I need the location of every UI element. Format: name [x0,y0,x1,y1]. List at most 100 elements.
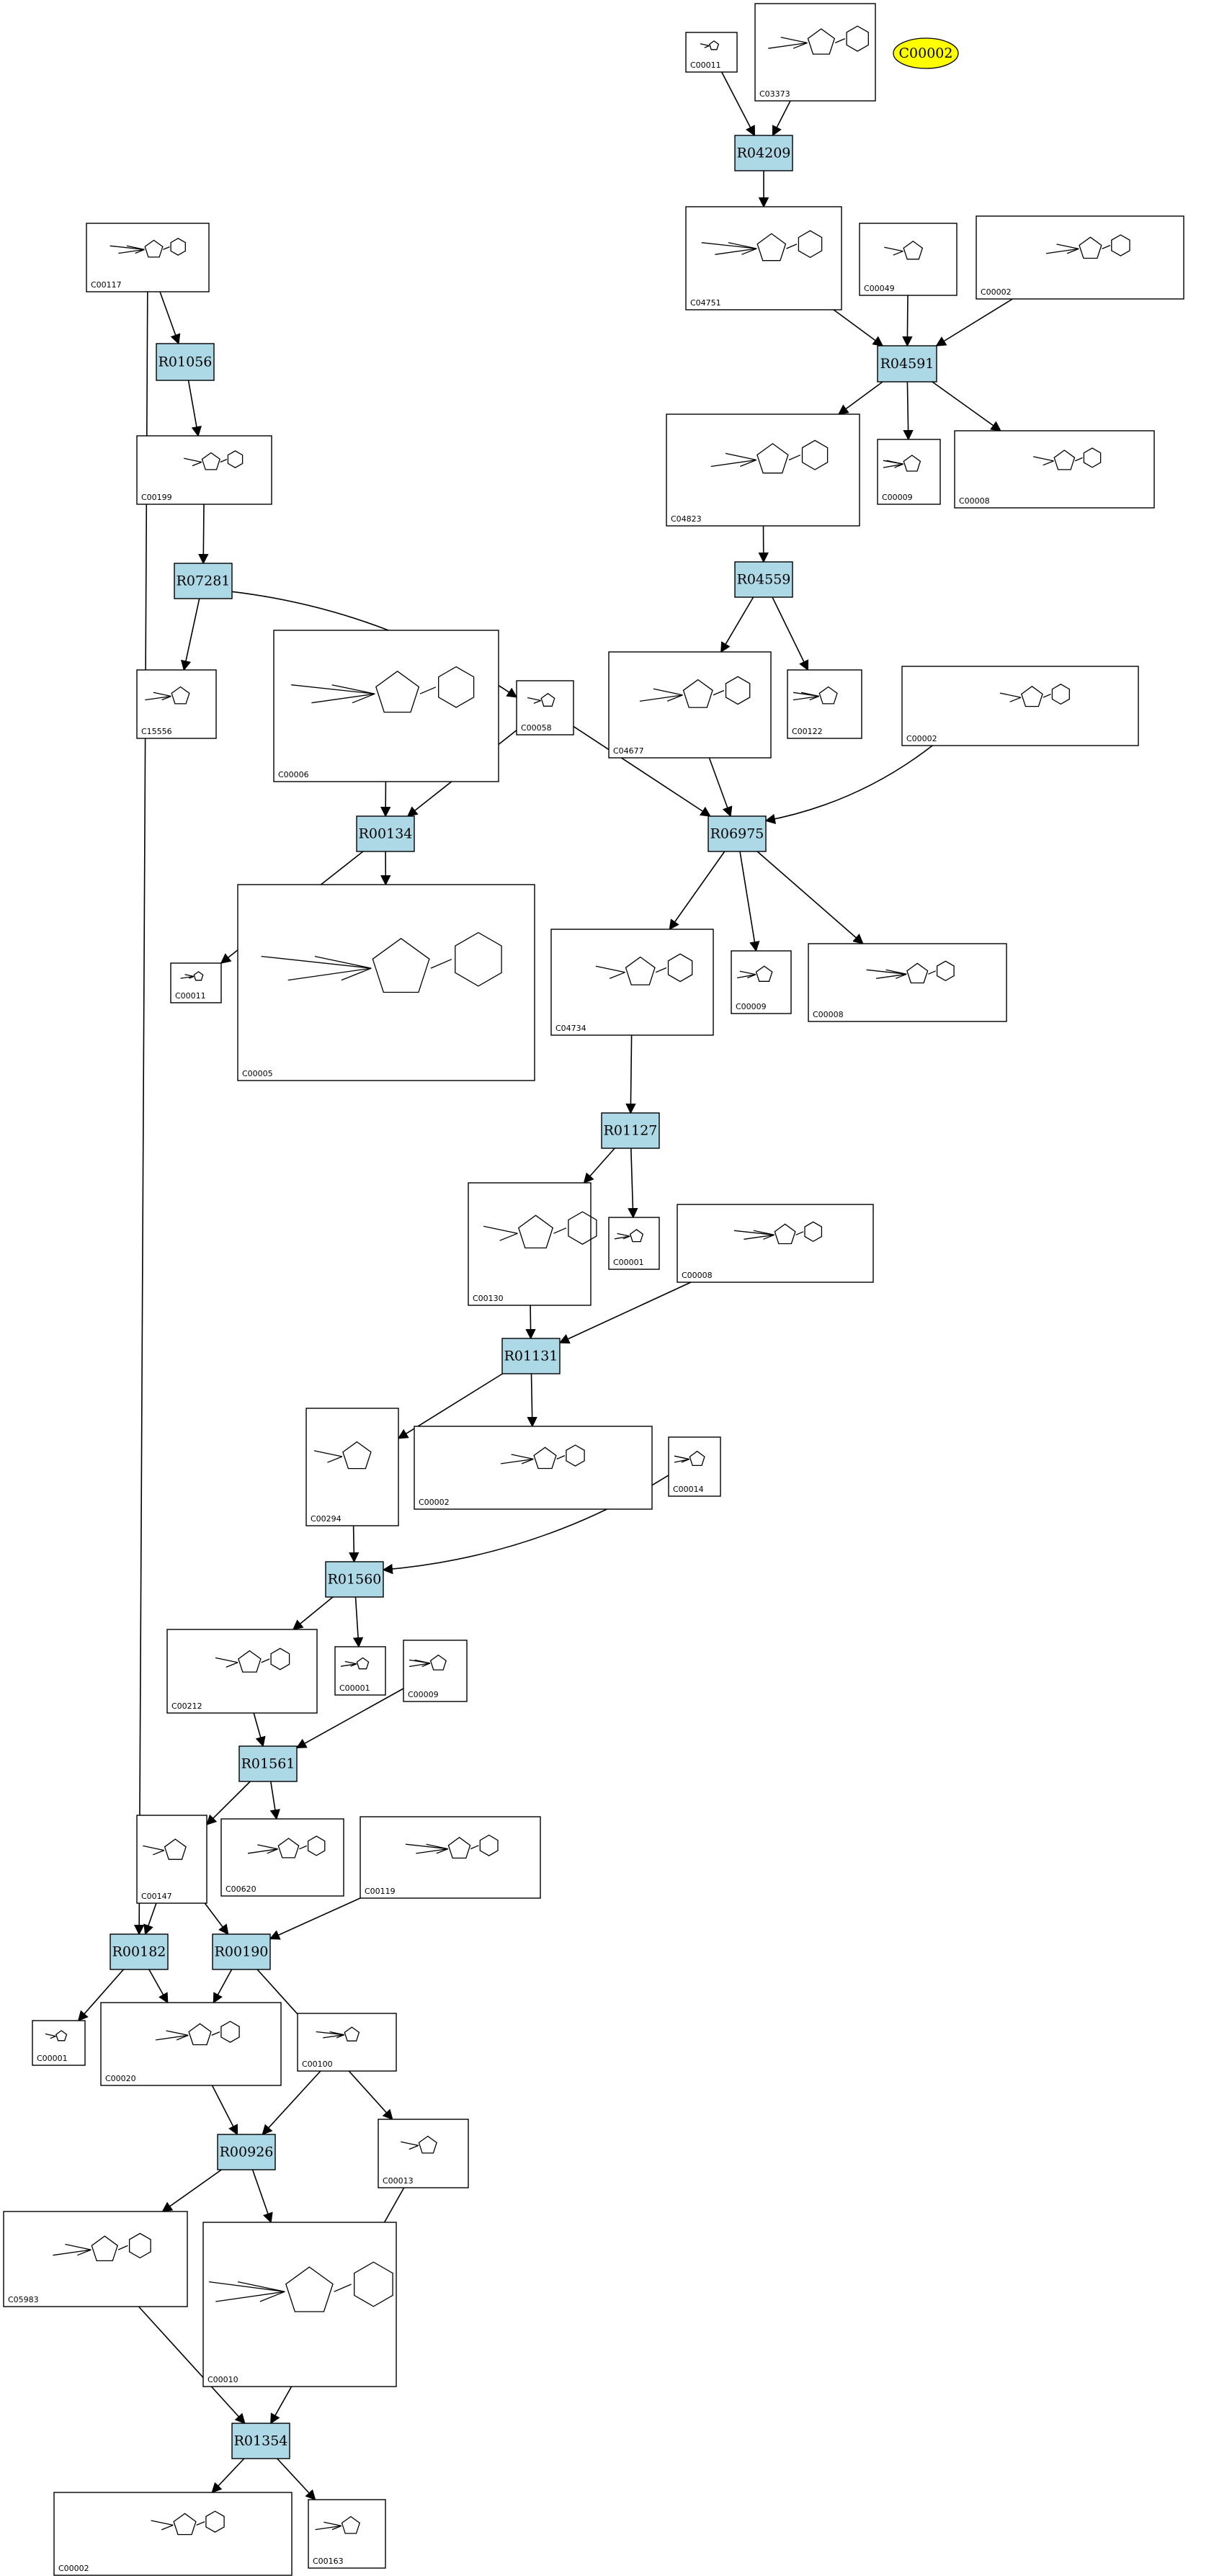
compound-node-c00010[interactable]: C00010 [202,2222,397,2387]
compound-box[interactable] [86,223,210,292]
compound-node-c00001[interactable]: C00001 [334,1646,386,1696]
compound-node-c00100[interactable]: C00100 [297,2013,397,2072]
compound-box[interactable] [468,1182,592,1306]
compound-node-c04823[interactable]: C04823 [666,413,860,527]
reaction-node-r01354[interactable]: R01354 [231,2423,290,2459]
reaction-box[interactable] [110,1933,169,1970]
reaction-node-r04209[interactable]: R04209 [734,135,793,171]
reaction-box[interactable] [212,1933,271,1970]
reaction-node-r00182[interactable]: R00182 [110,1933,169,1970]
compound-node-c00119[interactable]: C00119 [360,1816,541,1899]
compound-box[interactable] [808,943,1007,1022]
compound-node-c00008[interactable]: C00008 [677,1204,874,1283]
reaction-node-r01560[interactable]: R01560 [325,1561,384,1598]
compound-node-c00008[interactable]: C00008 [808,943,1007,1022]
compound-node-c00058[interactable]: C00058 [516,680,574,735]
compound-node-c00163[interactable]: C00163 [308,2499,386,2569]
compound-node-c00117[interactable]: C00117 [86,223,210,292]
compound-node-c00011[interactable]: C00011 [685,32,738,73]
reaction-node-r07281[interactable]: R07281 [174,563,233,599]
compound-node-c00049[interactable]: C00049 [859,223,958,296]
compound-box[interactable] [608,651,772,759]
compound-node-c04677[interactable]: C04677 [608,651,772,759]
compound-node-c00001[interactable]: C00001 [32,2020,86,2066]
compound-node-c00006[interactable]: C00006 [273,630,499,782]
reaction-node-r00134[interactable]: R00134 [356,815,415,852]
compound-box[interactable] [666,413,860,527]
reaction-box[interactable] [217,2134,276,2170]
reaction-node-r04591[interactable]: R04591 [877,345,937,383]
compound-box[interactable] [334,1646,386,1696]
reaction-node-r04559[interactable]: R04559 [734,561,793,598]
reaction-node-r00926[interactable]: R00926 [217,2134,276,2170]
compound-node-c00002[interactable]: C00002 [53,2492,293,2576]
compound-node-c00002[interactable]: C00002 [901,666,1139,746]
compound-box[interactable] [360,1816,541,1899]
compound-node-c00008[interactable]: C00008 [954,430,1155,509]
compound-node-c00001[interactable]: C00001 [608,1217,660,1270]
highlight-node-ellipse[interactable] [893,37,959,69]
reaction-node-r01131[interactable]: R01131 [501,1338,561,1374]
compound-box[interactable] [305,1408,399,1526]
compound-box[interactable] [685,206,842,310]
compound-box[interactable] [202,2222,397,2387]
reaction-node-r00190[interactable]: R00190 [212,1933,271,1970]
compound-node-c04751[interactable]: C04751 [685,206,842,310]
compound-node-c00199[interactable]: C00199 [136,435,272,505]
compound-node-c00002[interactable]: C00002 [976,215,1184,300]
reaction-box[interactable] [356,815,415,852]
compound-box[interactable] [403,1640,468,1702]
compound-box[interactable] [731,950,792,1014]
compound-box[interactable] [677,1204,874,1283]
compound-node-c00122[interactable]: C00122 [787,669,862,739]
reaction-box[interactable] [156,343,215,381]
compound-box[interactable] [754,3,876,102]
compound-node-c00002[interactable]: C00002 [414,1426,653,1510]
compound-node-c00147[interactable]: C00147 [136,1815,207,1904]
compound-node-c03373[interactable]: C03373 [754,3,876,102]
reaction-node-r01561[interactable]: R01561 [238,1745,298,1782]
compound-node-c00009[interactable]: C00009 [403,1640,468,1702]
compound-node-c00009[interactable]: C00009 [877,439,941,505]
compound-node-c00020[interactable]: C00020 [100,2002,282,2086]
compound-box[interactable] [32,2020,86,2066]
compound-node-c00005[interactable]: C00005 [237,884,535,1081]
reaction-box[interactable] [231,2423,290,2459]
compound-box[interactable] [3,2211,188,2307]
compound-node-c00009[interactable]: C00009 [731,950,792,1014]
reaction-box[interactable] [601,1112,660,1149]
reaction-box[interactable] [734,561,793,598]
compound-node-c00212[interactable]: C00212 [166,1629,318,1714]
compound-node-c00011[interactable]: C00011 [170,962,222,1003]
compound-box[interactable] [685,32,738,73]
compound-node-c00620[interactable]: C00620 [220,1818,344,1897]
compound-box[interactable] [136,435,272,505]
reaction-node-r01127[interactable]: R01127 [601,1112,660,1149]
compound-node-c00130[interactable]: C00130 [468,1182,597,1306]
compound-box[interactable] [976,215,1184,300]
compound-box[interactable] [53,2492,293,2576]
compound-box[interactable] [414,1426,653,1510]
compound-node-c05983[interactable]: C05983 [3,2211,188,2307]
compound-box[interactable] [273,630,499,782]
reaction-box[interactable] [501,1338,561,1374]
reaction-box[interactable] [325,1561,384,1598]
compound-box[interactable] [297,2013,397,2072]
compound-box[interactable] [954,430,1155,509]
compound-box[interactable] [237,884,535,1081]
compound-box[interactable] [550,929,714,1036]
compound-box[interactable] [877,439,941,505]
compound-box[interactable] [516,680,574,735]
reaction-node-r01056[interactable]: R01056 [156,343,215,381]
compound-node-c15556[interactable]: C15556 [136,669,217,739]
reaction-node-r06975[interactable]: R06975 [708,815,767,852]
compound-node-c04734[interactable]: C04734 [550,929,714,1036]
compound-box[interactable] [668,1436,721,1497]
reaction-box[interactable] [174,563,233,599]
compound-box[interactable] [608,1217,660,1270]
compound-node-c00013[interactable]: C00013 [378,2119,469,2188]
reaction-box[interactable] [877,345,937,383]
compound-box[interactable] [100,2002,282,2086]
reaction-box[interactable] [708,815,767,852]
compound-node-c00014[interactable]: C00014 [668,1436,721,1497]
